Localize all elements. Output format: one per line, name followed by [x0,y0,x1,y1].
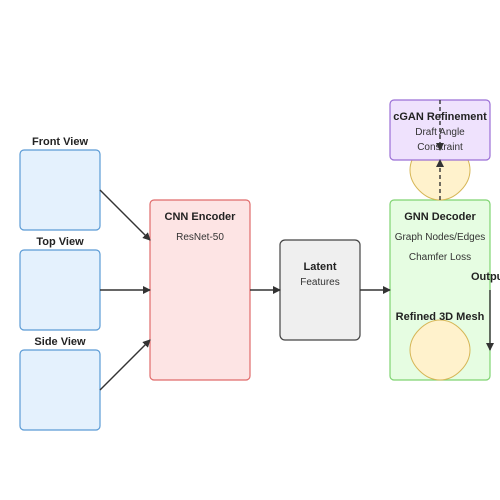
cnn-encoder-title: CNN Encoder [165,211,237,223]
gnn-decoder-title: GNN Decoder [404,211,476,223]
side-to-encoder-arrow [99,339,151,391]
top-view-label: Top View [36,236,84,248]
gnn-decoder-line2: Chamfer Loss [409,252,471,263]
latent-box [279,239,361,341]
side-view-box [19,349,101,431]
side-view-label: Side View [34,336,86,348]
top-view-box [19,249,101,331]
cnn-encoder-subtitle: ResNet-50 [176,232,224,243]
front-view-label: Front View [32,136,88,148]
latent-title: Latent [304,261,337,273]
cnn-encoder-box [149,199,251,381]
cgan-refinement-line1: Draft Angle [415,127,465,138]
front-to-encoder-arrow [99,189,151,241]
refined-mesh-blob [409,319,471,381]
latent-subtitle: Features [300,277,339,288]
refined-mesh-label: Refined 3D Mesh [396,311,485,323]
gnn-decoder-line1: Graph Nodes/Edges [395,232,486,243]
output-label: Output [471,271,500,283]
front-view-box [19,149,101,231]
